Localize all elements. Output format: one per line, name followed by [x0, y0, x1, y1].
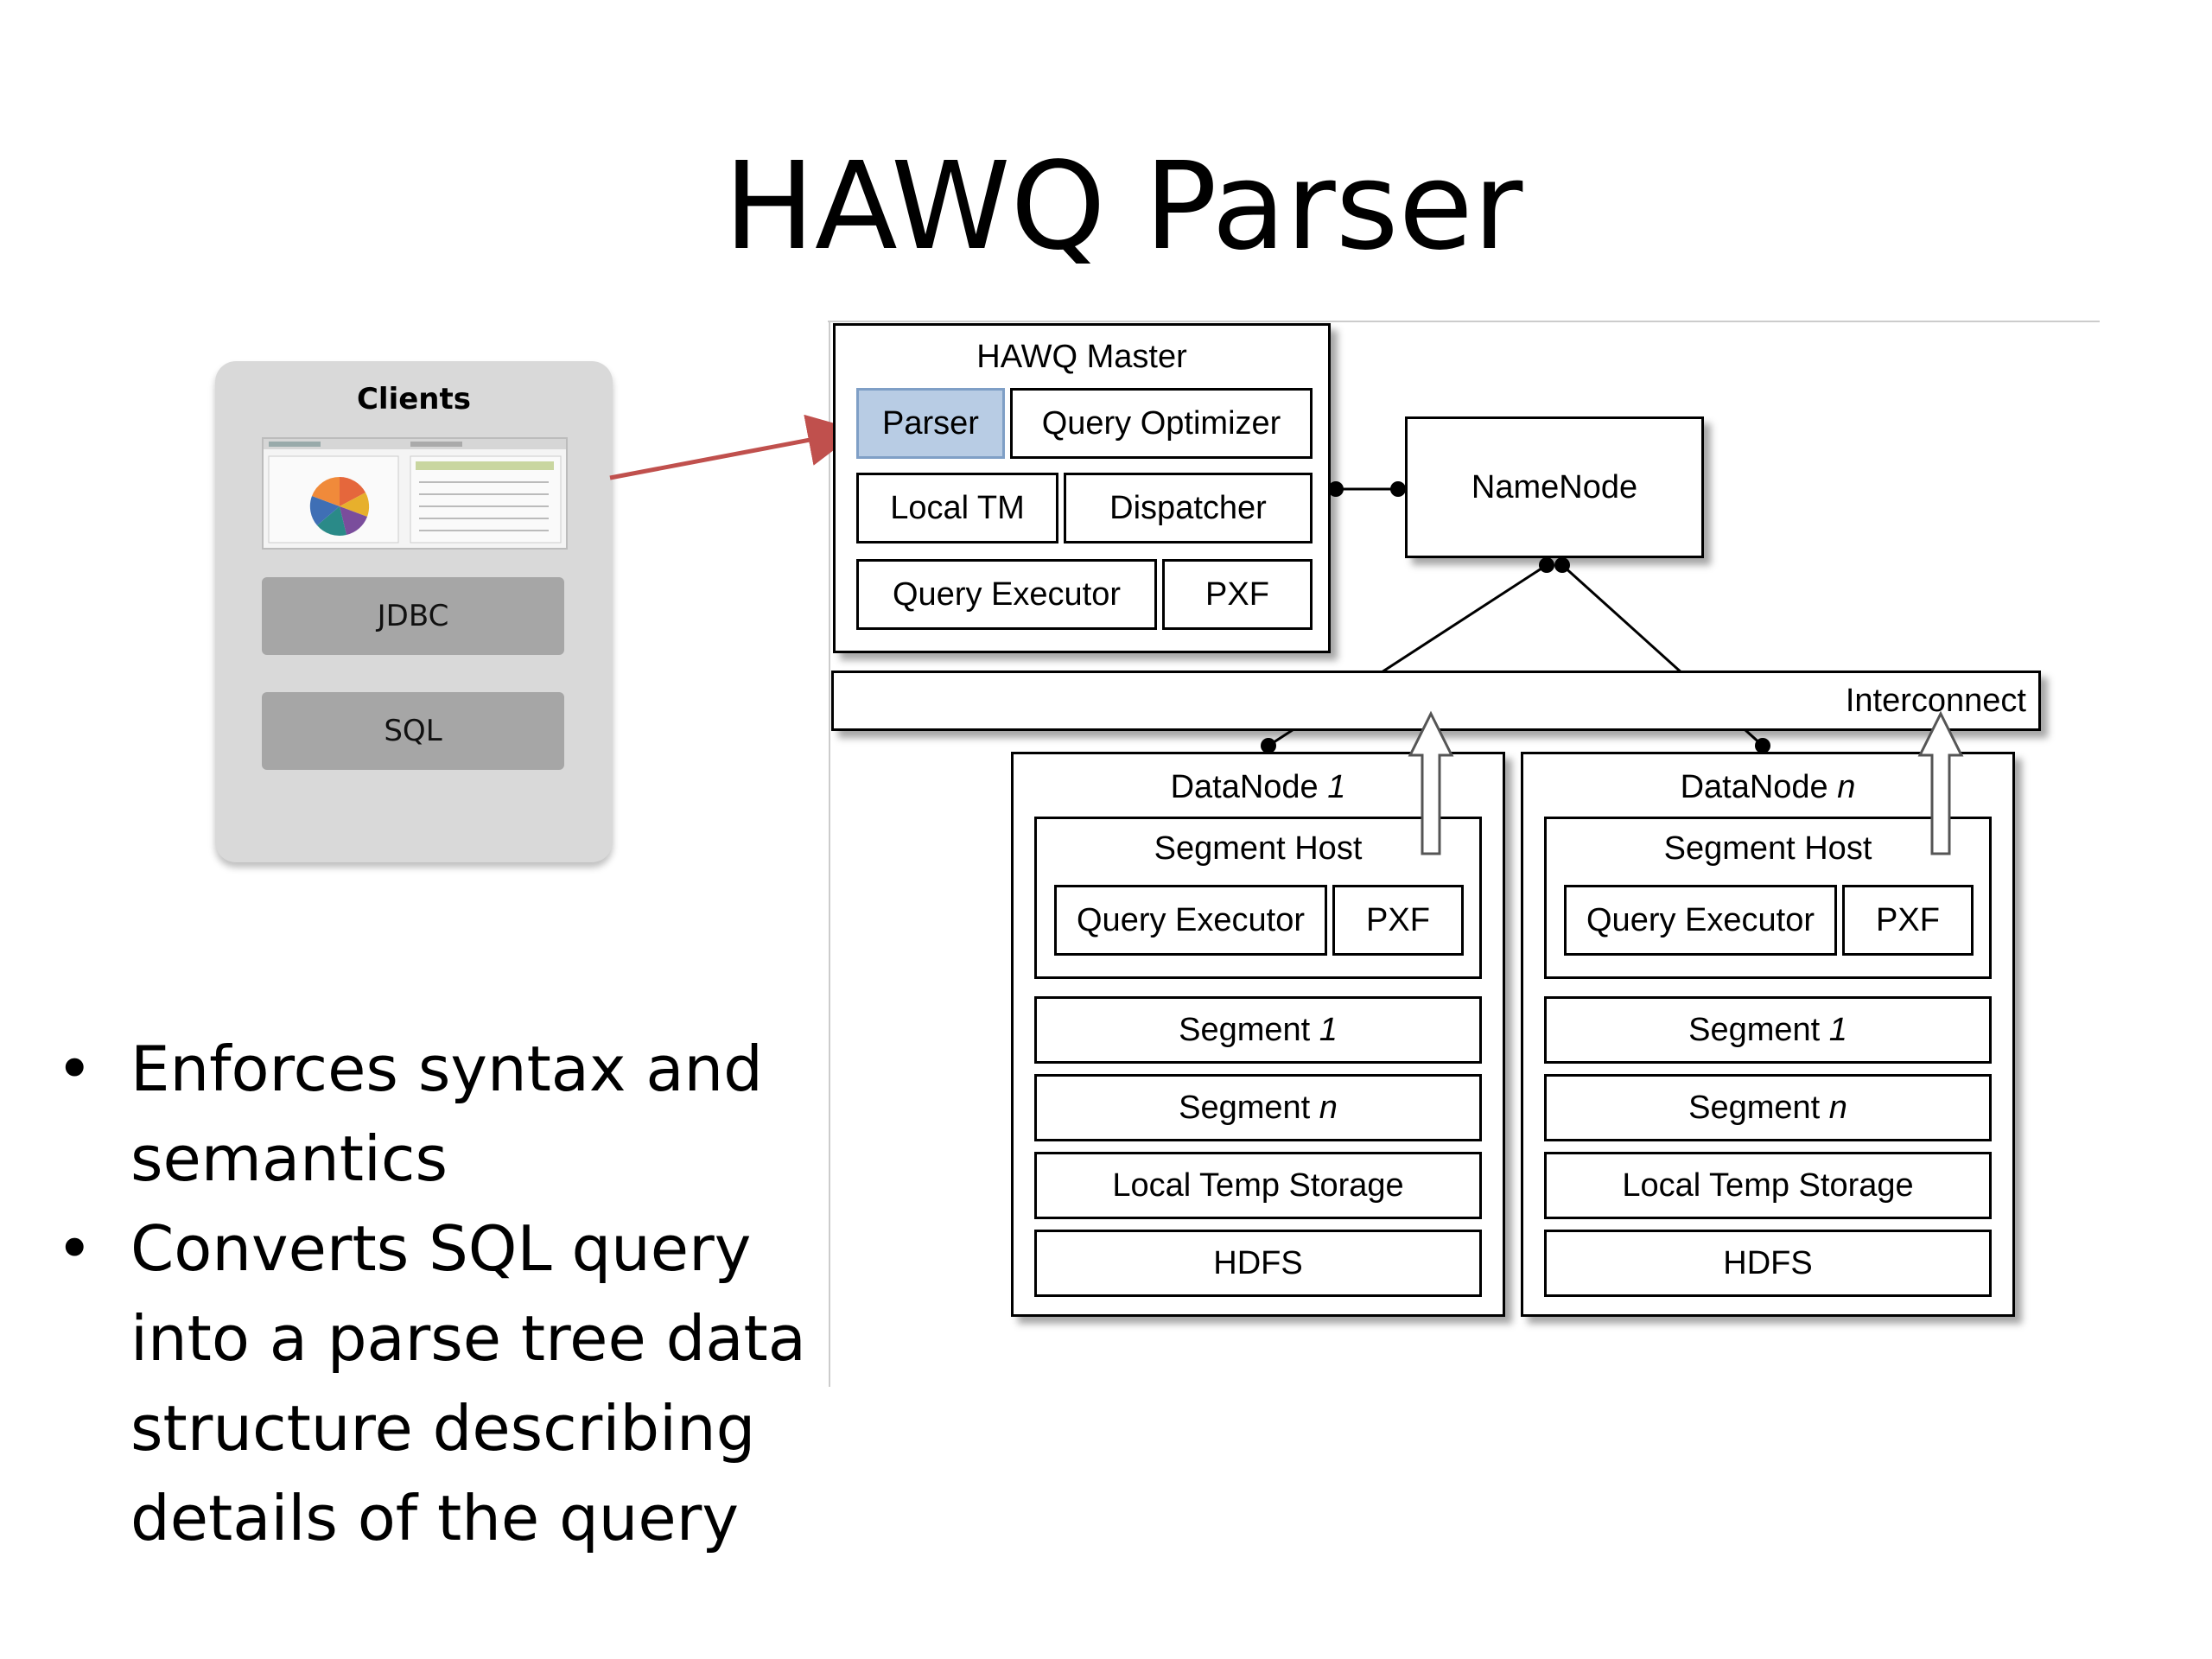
- query-executor-component: Query Executor: [1054, 885, 1327, 956]
- pxf-component: PXF: [1332, 885, 1464, 956]
- datanode-name: DataNode: [1170, 769, 1319, 805]
- clients-panel: Clients JDBC SQL: [215, 361, 613, 862]
- connector-dot: [1539, 557, 1554, 573]
- query-optimizer-component: Query Optimizer: [1010, 388, 1313, 459]
- bullet-list: • Enforces syntax and semantics • Conver…: [56, 1024, 834, 1563]
- connector-dot: [1755, 738, 1770, 753]
- datanode-name: DataNode: [1680, 769, 1828, 805]
- bullet-dot-icon: •: [56, 1212, 93, 1285]
- datanode-1: DataNode 1 Segment Host Query Executor P…: [1011, 752, 1505, 1317]
- segment-host-title: Segment Host: [1154, 830, 1363, 867]
- segment-host: Segment Host Query Executor PXF: [1544, 817, 1992, 979]
- pxf-component: PXF: [1842, 885, 1974, 956]
- segment-host-title: Segment Host: [1663, 830, 1872, 867]
- datanode-title: DataNode 1: [1014, 768, 1503, 806]
- segment-first: Segment 1: [1544, 996, 1992, 1064]
- bullet-text: Converts SQL query into a parse tree dat…: [130, 1212, 806, 1554]
- bullet-item: • Enforces syntax and semantics: [56, 1024, 834, 1204]
- slide-title: HAWQ Parser: [723, 137, 1523, 277]
- pxf-component: PXF: [1162, 559, 1313, 630]
- local-tm-component: Local TM: [856, 473, 1058, 543]
- interconnect-label: Interconnect: [1845, 683, 2026, 719]
- query-executor-component: Query Executor: [856, 559, 1157, 630]
- bullet-dot-icon: •: [56, 1033, 93, 1105]
- pie-chart-icon: [309, 476, 370, 536]
- client-to-parser-arrow: [609, 414, 860, 480]
- segment-last: Segment n: [1544, 1074, 1992, 1141]
- jdbc-layer: JDBC: [262, 577, 564, 655]
- segment-first: Segment 1: [1034, 996, 1482, 1064]
- local-temp-storage: Local Temp Storage: [1034, 1152, 1482, 1219]
- bullet-item: • Converts SQL query into a parse tree d…: [56, 1204, 834, 1563]
- bullet-text: Enforces syntax and semantics: [130, 1033, 763, 1195]
- datanode-n: DataNode n Segment Host Query Executor P…: [1521, 752, 2015, 1317]
- datanode-index: 1: [1327, 769, 1346, 805]
- client-app-thumbnail-image: [264, 439, 566, 543]
- segment-host: Segment Host Query Executor PXF: [1034, 817, 1482, 979]
- datanode-index: n: [1837, 769, 1856, 805]
- hawq-master-title: HAWQ Master: [976, 339, 1187, 375]
- hawq-master: HAWQ Master Parser Query Optimizer Local…: [833, 323, 1331, 653]
- connector-dot: [1328, 481, 1344, 497]
- local-temp-storage: Local Temp Storage: [1544, 1152, 1992, 1219]
- connector-dot: [1261, 738, 1276, 753]
- segment-last: Segment n: [1034, 1074, 1482, 1141]
- client-app-screenshot: [262, 437, 568, 550]
- namenode: NameNode: [1405, 416, 1704, 558]
- hdfs: HDFS: [1544, 1230, 1992, 1297]
- parser-component: Parser: [856, 388, 1005, 459]
- connector-dot: [1390, 481, 1406, 497]
- clients-title: Clients: [356, 382, 471, 416]
- connector-dot: [1554, 557, 1570, 573]
- interconnect-bar: Interconnect: [831, 671, 2041, 731]
- sql-layer: SQL: [262, 692, 564, 770]
- datanode-title: DataNode n: [1523, 768, 2012, 806]
- dispatcher-component: Dispatcher: [1064, 473, 1313, 543]
- query-executor-component: Query Executor: [1564, 885, 1837, 956]
- hdfs: HDFS: [1034, 1230, 1482, 1297]
